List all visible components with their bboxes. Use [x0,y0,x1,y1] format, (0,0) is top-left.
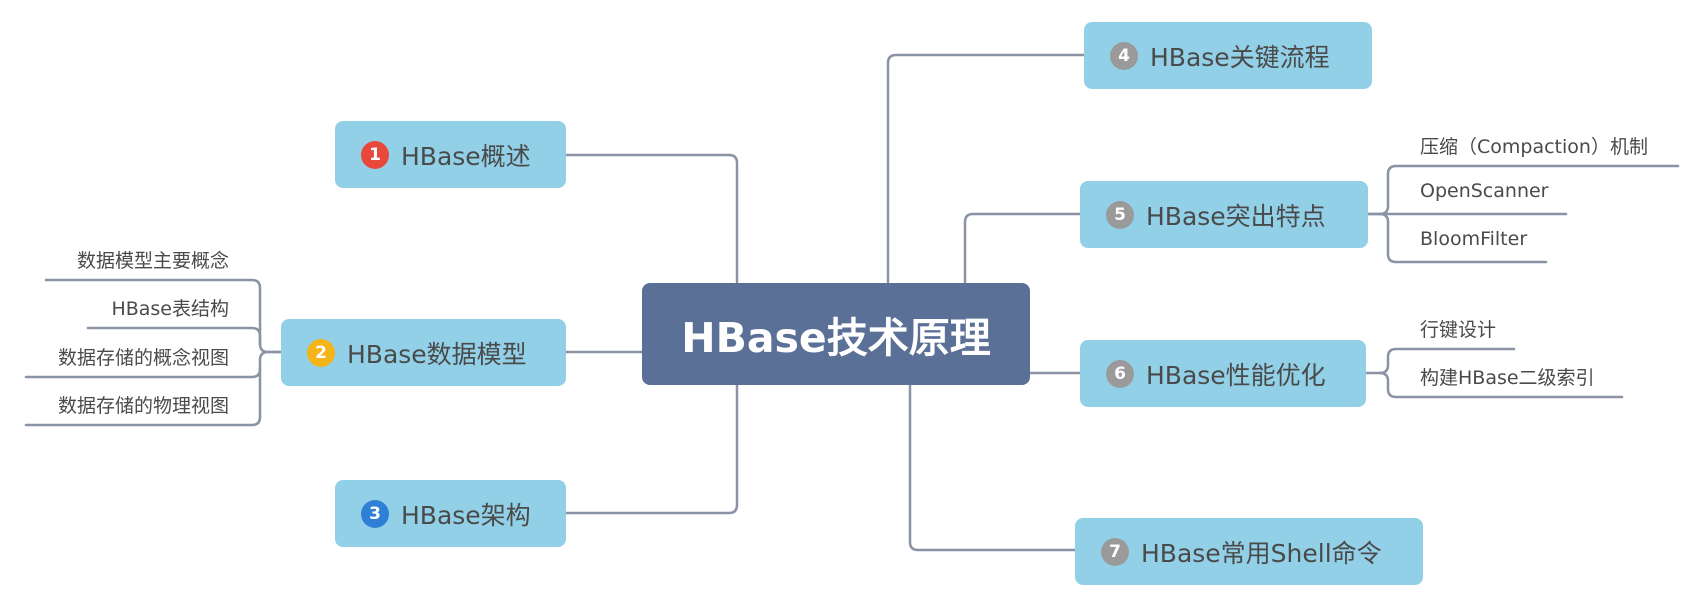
subtopic-6-2[interactable]: 构建HBase二级索引 [1420,367,1595,389]
subtopic-2-1[interactable]: 数据模型主要概念 [76,250,229,272]
number-badge-icon: 7 [1101,537,1129,566]
number-badge-icon: 5 [1106,200,1134,229]
connector-leaf-2-3 [24,350,283,379]
subtopic-5-2[interactable]: OpenScanner [1420,180,1549,202]
branch-topic-4[interactable]: 4 HBase关键流程 [1084,22,1372,89]
branch-topic-label: HBase常用Shell命令 [1141,538,1382,568]
number-badge-icon: 3 [361,499,389,528]
connector-branch-3 [564,383,739,515]
subtopic-2-4[interactable]: 数据存储的物理视图 [57,395,229,417]
central-topic-label: HBase技术原理 [681,314,991,362]
branch-topic-label: HBase概述 [401,141,531,171]
number-badge-icon: 4 [1110,41,1138,70]
branch-topic-7[interactable]: 7 HBase常用Shell命令 [1075,518,1423,585]
subtopic-2-2[interactable]: HBase表结构 [111,298,229,320]
connector-leaf-2-4 [24,367,262,427]
branch-topic-label: HBase性能优化 [1146,360,1326,390]
subtopic-5-3[interactable]: BloomFilter [1420,228,1528,250]
subtopic-2-3[interactable]: 数据存储的概念视图 [57,347,229,369]
number-badge-icon: 1 [361,140,389,169]
connector-leaf-6-2 [1378,371,1624,399]
branch-topic-5[interactable]: 5 HBase突出特点 [1080,181,1368,248]
connector-branch-7 [908,383,1077,552]
subtopic-6-1[interactable]: 行键设计 [1420,319,1497,341]
central-topic[interactable]: HBase技术原理 [642,283,1030,385]
number-badge-icon: 6 [1106,359,1134,388]
connector-branch-1 [564,153,739,284]
branch-topic-label: HBase关键流程 [1150,42,1330,72]
subtopic-5-1[interactable]: 压缩（Compaction）机制 [1420,136,1648,158]
connector-leaf-2-2 [86,326,262,346]
branch-topic-1[interactable]: 1 HBase概述 [335,121,566,188]
branch-topic-2[interactable]: 2 HBase数据模型 [281,319,566,386]
connector-branch-5 [963,212,1082,284]
branch-topic-label: HBase数据模型 [347,339,527,369]
number-badge-icon: 2 [307,338,335,367]
branch-topic-label: HBase架构 [401,500,531,530]
connector-leaf-5-3 [1378,212,1548,264]
branch-topic-3[interactable]: 3 HBase架构 [335,480,566,547]
connector-branch-4 [886,53,1086,284]
branch-topic-label: HBase突出特点 [1146,201,1326,231]
branch-topic-6[interactable]: 6 HBase性能优化 [1080,340,1366,407]
